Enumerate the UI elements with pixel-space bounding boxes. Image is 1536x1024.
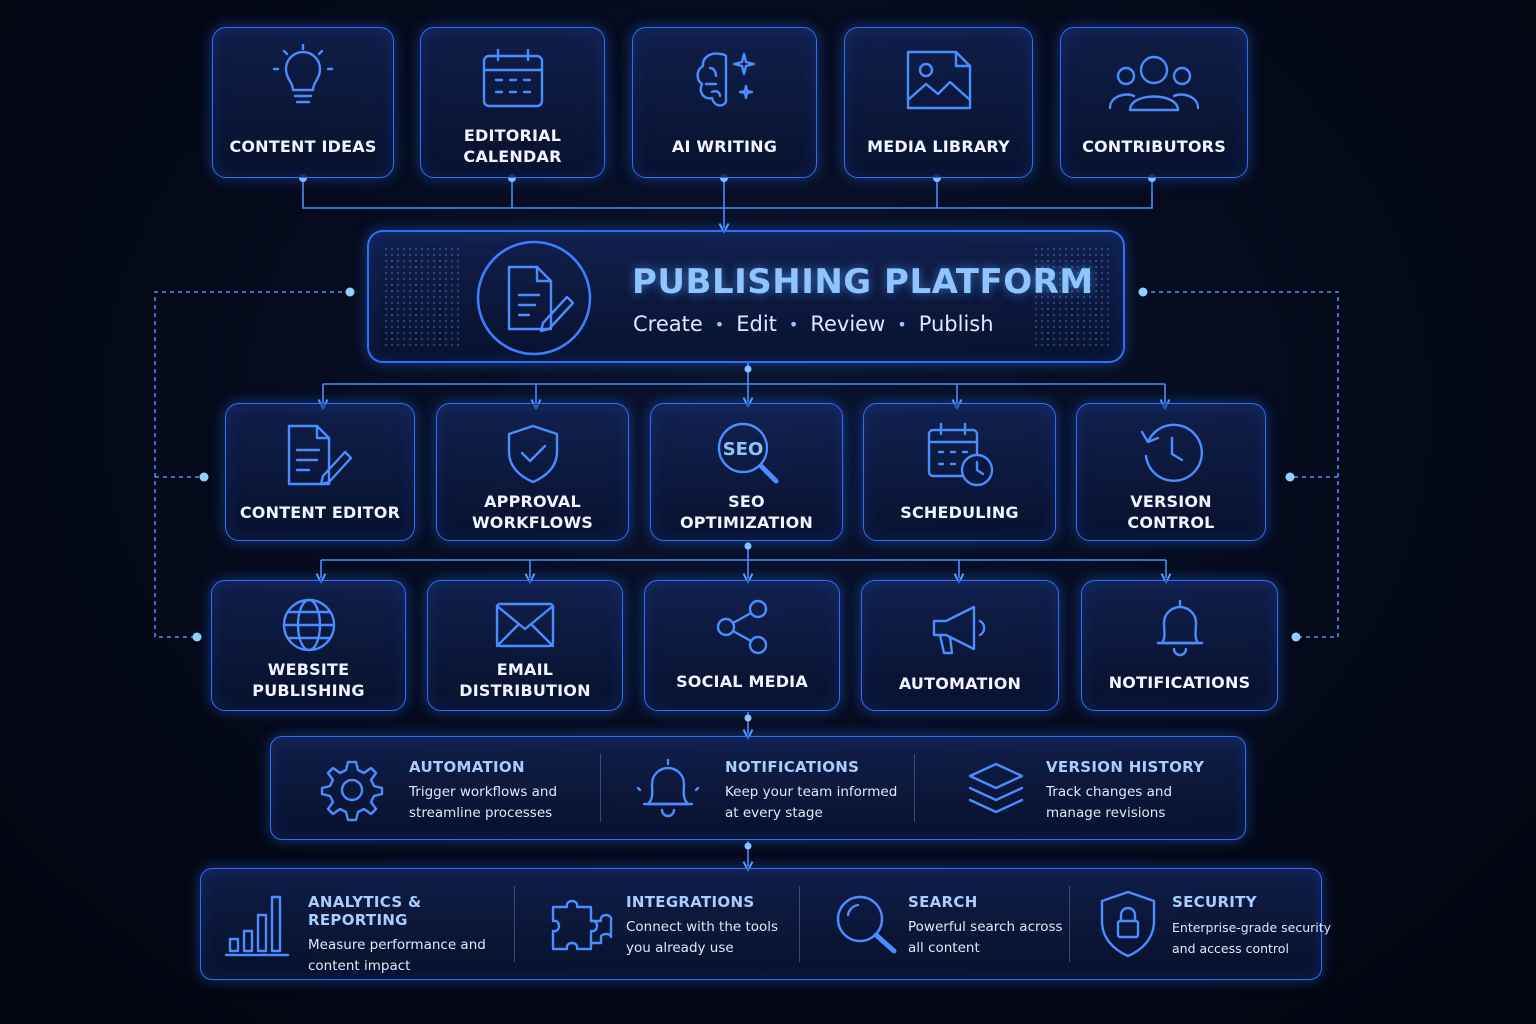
- feature-title: NOTIFICATIONS: [725, 758, 860, 776]
- feature-description: Measure performance and content impact: [308, 937, 486, 974]
- divider: [514, 886, 515, 962]
- bell-icon: [1156, 599, 1203, 657]
- document-edit-icon: [476, 240, 592, 356]
- share-icon: [716, 599, 768, 655]
- users-group-icon: [1108, 55, 1200, 112]
- history-clock-icon: [1140, 423, 1203, 482]
- tile-label: SOCIAL MEDIA: [676, 672, 808, 691]
- publishing-platform-hub[interactable]: [367, 230, 1125, 363]
- tile-email-distribution[interactable]: EMAIL DISTRIBUTION: [427, 580, 623, 711]
- feature-title: INTEGRATIONS: [626, 893, 755, 911]
- feature-title: ANALYTICS & REPORTING: [308, 893, 422, 929]
- tile-social-media[interactable]: SOCIAL MEDIA: [644, 580, 840, 711]
- tile-media-library[interactable]: MEDIA LIBRARY: [844, 27, 1033, 178]
- tile-website-publishing[interactable]: WEBSITE PUBLISHING: [211, 580, 406, 711]
- feature-description: Trigger workflows and streamline process…: [409, 784, 558, 821]
- feature-description: Powerful search across all content: [908, 919, 1063, 956]
- image-file-icon: [906, 50, 971, 110]
- bar-chart-icon: [224, 895, 290, 957]
- search-icon: [836, 895, 897, 954]
- tile-label: WEBSITE PUBLISHING: [252, 660, 365, 700]
- tile-label: CONTENT IDEAS: [229, 137, 377, 156]
- hub-step-review: Review: [810, 312, 886, 336]
- features-panel-platform: [200, 868, 1322, 980]
- tile-label: MEDIA LIBRARY: [867, 137, 1010, 156]
- feature-description: Track changes and manage revisions: [1046, 784, 1173, 821]
- lock-shield-icon: [1100, 890, 1156, 958]
- hub-step-create: Create: [633, 312, 703, 336]
- layers-icon: [968, 762, 1024, 814]
- tile-approval-workflows[interactable]: APPROVAL WORKFLOWS: [436, 403, 629, 541]
- globe-icon: [282, 598, 335, 652]
- tile-label: AI WRITING: [671, 137, 778, 156]
- hub-title: PUBLISHING PLATFORM: [632, 262, 1094, 302]
- tile-automation[interactable]: AUTOMATION: [861, 580, 1059, 711]
- tile-label: VERSION CONTROL: [1127, 492, 1215, 532]
- step-separator: •: [714, 314, 725, 334]
- lightbulb-icon: [272, 43, 334, 104]
- shield-check-icon: [507, 424, 558, 484]
- calendar-clock-icon: [927, 422, 993, 487]
- tile-seo-optimization[interactable]: SEO SEO OPTIMIZATION: [650, 403, 843, 541]
- feature-description: Connect with the tools you already use: [626, 919, 779, 956]
- tile-label: SCHEDULING: [900, 503, 1019, 522]
- puzzle-icon: [551, 899, 613, 951]
- tile-content-editor[interactable]: CONTENT EDITOR: [225, 403, 415, 541]
- envelope-icon: [495, 602, 555, 648]
- tile-contributors[interactable]: CONTRIBUTORS: [1060, 27, 1248, 178]
- divider: [914, 754, 915, 822]
- tile-notifications[interactable]: NOTIFICATIONS: [1081, 580, 1278, 711]
- step-separator: •: [788, 314, 799, 334]
- bell-icon: [636, 758, 700, 818]
- gear-icon: [320, 760, 384, 822]
- seo-icon-text: SEO: [722, 439, 763, 460]
- tile-scheduling[interactable]: SCHEDULING: [863, 403, 1056, 541]
- step-separator: •: [897, 314, 907, 334]
- feature-title: VERSION HISTORY: [1046, 758, 1205, 776]
- tile-ai-writing[interactable]: AI WRITING: [632, 27, 817, 178]
- tile-label: AUTOMATION: [898, 674, 1022, 693]
- features-panel-core: [270, 736, 1246, 840]
- tile-label: NOTIFICATIONS: [1108, 673, 1251, 692]
- feature-title: AUTOMATION: [409, 758, 525, 776]
- document-pencil-icon: [287, 424, 353, 486]
- divider: [1069, 886, 1070, 962]
- tile-label: EMAIL DISTRIBUTION: [459, 660, 591, 700]
- tile-label: SEO OPTIMIZATION: [679, 492, 814, 532]
- tile-label: APPROVAL WORKFLOWS: [471, 492, 594, 532]
- ai-brain-sparkle-icon: [695, 52, 755, 107]
- tile-content-ideas[interactable]: CONTENT IDEAS: [212, 27, 394, 178]
- megaphone-icon: [932, 605, 986, 655]
- hub-steps: Create • Edit • Review • Publish: [633, 312, 994, 336]
- tile-label: EDITORIAL CALENDAR: [463, 126, 562, 166]
- hub-step-edit: Edit: [736, 312, 777, 336]
- seo-search-icon: SEO: [717, 422, 778, 484]
- decorative-dot-grid-left: [383, 246, 463, 346]
- feature-title: SECURITY: [1172, 893, 1257, 911]
- feature-title: SEARCH: [908, 893, 978, 911]
- divider: [600, 754, 601, 822]
- tile-editorial-calendar[interactable]: EDITORIAL CALENDAR: [420, 27, 605, 178]
- divider: [799, 886, 800, 962]
- tile-version-control[interactable]: VERSION CONTROL: [1076, 403, 1266, 541]
- hub-step-publish: Publish: [918, 312, 994, 336]
- calendar-icon: [482, 48, 543, 108]
- feature-description: Enterprise-grade security and access con…: [1172, 920, 1332, 956]
- feature-description: Keep your team informed at every stage: [725, 784, 898, 821]
- decorative-dot-grid-right: [1033, 246, 1113, 346]
- tile-label: CONTRIBUTORS: [1082, 137, 1226, 156]
- tile-label: CONTENT EDITOR: [239, 503, 401, 522]
